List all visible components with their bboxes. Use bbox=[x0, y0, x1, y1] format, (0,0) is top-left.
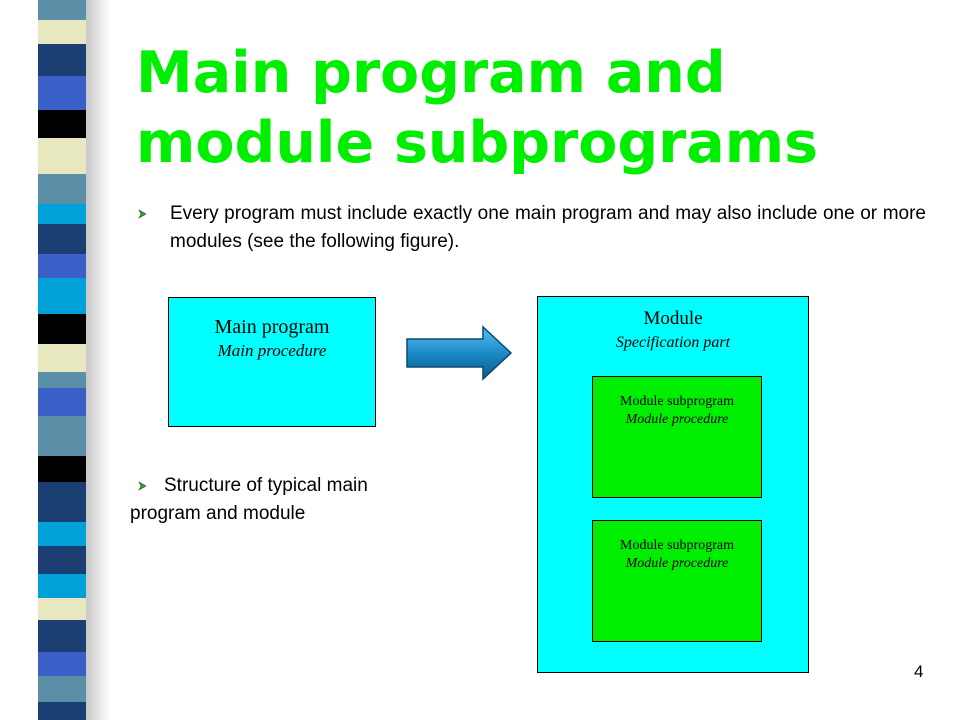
main-program-box: Main program Main procedure bbox=[168, 297, 376, 427]
stripe-segment bbox=[38, 676, 86, 702]
decorative-stripe-bar bbox=[0, 0, 110, 720]
stripe-segment bbox=[38, 138, 86, 174]
stripe-segment bbox=[38, 702, 86, 720]
stripe-segment bbox=[38, 456, 86, 482]
main-program-label: Main program bbox=[214, 316, 330, 338]
bullet-item: Structure of typical main program and mo… bbox=[130, 472, 436, 528]
stripe-segment bbox=[38, 314, 86, 344]
stripe-segment bbox=[38, 344, 86, 372]
stripe-segment bbox=[38, 620, 86, 652]
stripe-segment bbox=[38, 224, 86, 254]
main-procedure-label: Main procedure bbox=[217, 341, 327, 360]
slide-title: Main program and module subprograms bbox=[136, 40, 819, 176]
stripe-segment bbox=[38, 20, 86, 44]
module-procedure-label: Module procedure bbox=[625, 556, 729, 571]
right-arrow-icon bbox=[406, 325, 513, 381]
arrowhead-bullet-icon bbox=[138, 209, 147, 219]
arrowhead-bullet-icon bbox=[138, 481, 147, 491]
page-number: 4 bbox=[914, 662, 924, 681]
module-subprogram-box: Module subprogram Module procedure bbox=[592, 376, 762, 498]
bullet-text: Every program must include exactly one m… bbox=[170, 203, 926, 252]
stripe-segment bbox=[38, 652, 86, 676]
stripe-segment bbox=[38, 546, 86, 574]
stripe-segment bbox=[38, 416, 86, 456]
stripe-segment bbox=[38, 76, 86, 110]
stripe-segment bbox=[38, 574, 86, 598]
stripe-segment bbox=[38, 110, 86, 138]
stripe-segment bbox=[38, 44, 86, 76]
module-subprogram-label: Module subprogram bbox=[620, 394, 734, 409]
stripe-segment bbox=[38, 598, 86, 620]
stripe-segment bbox=[38, 372, 86, 388]
stripe-segment bbox=[38, 254, 86, 278]
bullet-text: Structure of typical main program and mo… bbox=[130, 475, 368, 524]
module-subprogram-box: Module subprogram Module procedure bbox=[592, 520, 762, 642]
module-procedure-label: Module procedure bbox=[625, 412, 729, 427]
bullet-item: Every program must include exactly one m… bbox=[136, 200, 926, 256]
stripe-shadow bbox=[86, 0, 110, 720]
stripe-segment bbox=[38, 204, 86, 224]
stripe-segment bbox=[38, 278, 86, 314]
module-subprogram-label: Module subprogram bbox=[620, 538, 734, 553]
stripe-segment bbox=[38, 0, 86, 20]
specification-part-label: Specification part bbox=[615, 334, 731, 351]
stripe-segment bbox=[38, 482, 86, 522]
module-label: Module bbox=[643, 308, 703, 329]
stripe-segment bbox=[38, 388, 86, 416]
stripe-segment bbox=[38, 174, 86, 204]
stripe-segment bbox=[38, 522, 86, 546]
